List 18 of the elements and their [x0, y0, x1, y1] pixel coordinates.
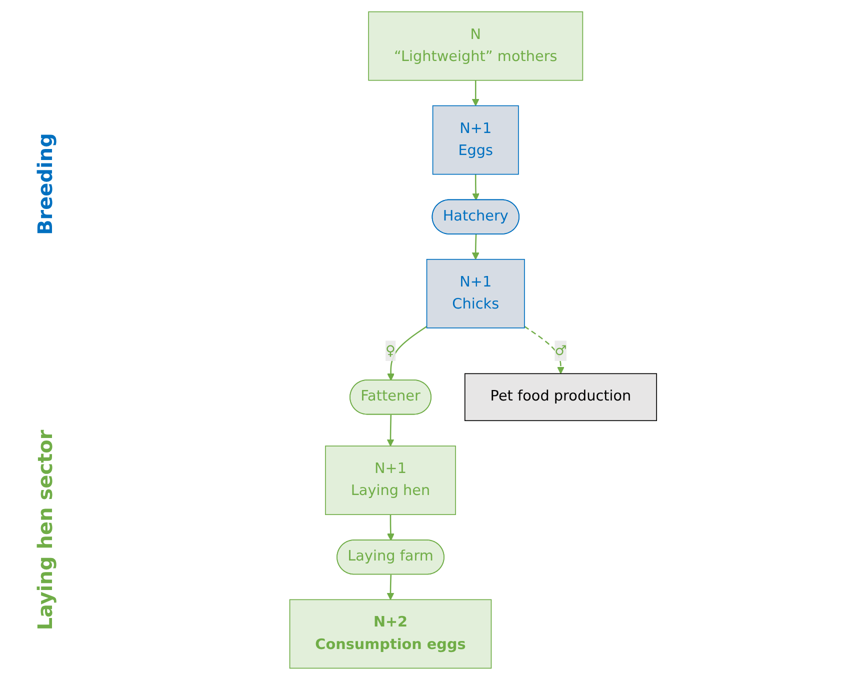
edge-label: ♂ [554, 342, 568, 358]
node-box: N+1 Laying hen [325, 446, 456, 515]
node-box: N+2 Consumption eggs [290, 599, 492, 669]
arrow [387, 326, 428, 381]
arrow [387, 514, 395, 541]
arrow [387, 574, 395, 600]
node-box: N+1 Eggs [432, 105, 520, 175]
arrow [472, 80, 480, 106]
arrow [387, 414, 395, 446]
sector-label: Breeding [33, 132, 57, 235]
node-box: N “Lightweight” mothers [368, 11, 584, 81]
node-box: N+1 Chicks [426, 258, 526, 328]
edge-label: ♀ [386, 342, 396, 358]
arrow [524, 326, 565, 374]
node-box: Pet food production [464, 373, 658, 422]
sector-label: Laying hen sector [33, 430, 57, 631]
arrow [472, 174, 480, 200]
arrow [472, 234, 480, 260]
